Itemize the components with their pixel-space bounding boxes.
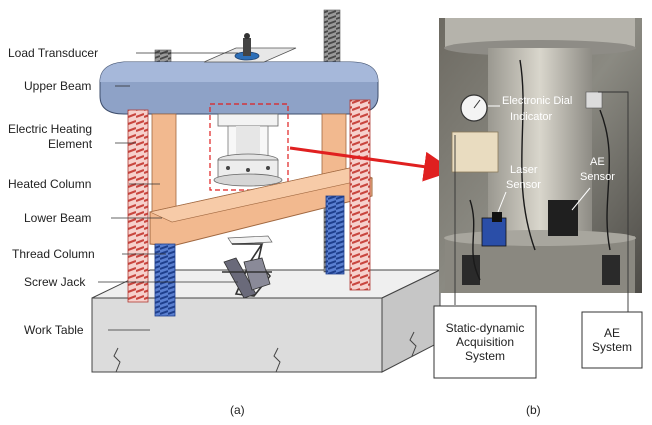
screw-jack [222,235,273,299]
acquisition-module [451,131,499,173]
panel-a-apparatus: Load Transducer Upper Beam Electric Heat… [8,9,441,417]
caption-a: (a) [230,403,245,417]
ae-sensor-device [548,200,578,236]
detail-arrow [289,146,454,182]
ae-system-box [581,311,643,369]
label-electric-heating-line2: Element [48,137,93,151]
label-screw-jack: Screw Jack [24,275,86,289]
heated-column-left [151,113,177,215]
label-upper-beam: Upper Beam [24,79,91,93]
label-heated-column: Heated Column [8,177,91,191]
acq-line-1: Static-dynamic [445,321,525,335]
label-load-transducer: Load Transducer [8,46,98,60]
label-thread-column: Thread Column [12,247,95,261]
leader-lines [98,52,238,331]
caption-b: (b) [526,403,541,417]
acquisition-system-label: Static-dynamic Acquisition System [434,321,536,363]
heated-column-right [321,113,347,177]
thread-column-right [325,195,345,275]
label-ae-sensor-line1: AE [590,156,605,168]
acquisition-system-box [433,305,537,379]
upper-beam [99,61,379,115]
lower-beam [149,167,373,247]
label-work-table: Work Table [24,323,84,337]
specimen-assembly [213,113,283,187]
thread-column-left [154,243,176,317]
laser-sensor-device [481,217,507,247]
ae-line-1: AE [603,326,620,340]
label-laser-line1: Laser [510,164,538,176]
load-transducer [203,33,297,63]
panel-b-photo: Electronic Dial Indicator Laser Sensor A… [439,18,642,293]
ae-system-label: AE System [582,326,642,354]
label-ae-sensor-line2: Sensor [580,171,615,183]
system-connectors [454,91,629,312]
ae-line-2: System [591,340,632,354]
label-lower-beam: Lower Beam [24,211,91,225]
label-dial-line2: Indicator [510,111,553,123]
label-laser-line2: Sensor [506,179,541,191]
acq-line-2: Acquisition [455,335,515,349]
label-dial-line1: Electronic Dial [502,95,572,107]
label-electric-heating-line1: Electric Heating [8,122,92,136]
acq-line-3: System [464,349,505,363]
heating-element-left [127,109,149,303]
heating-element-right [349,99,371,291]
